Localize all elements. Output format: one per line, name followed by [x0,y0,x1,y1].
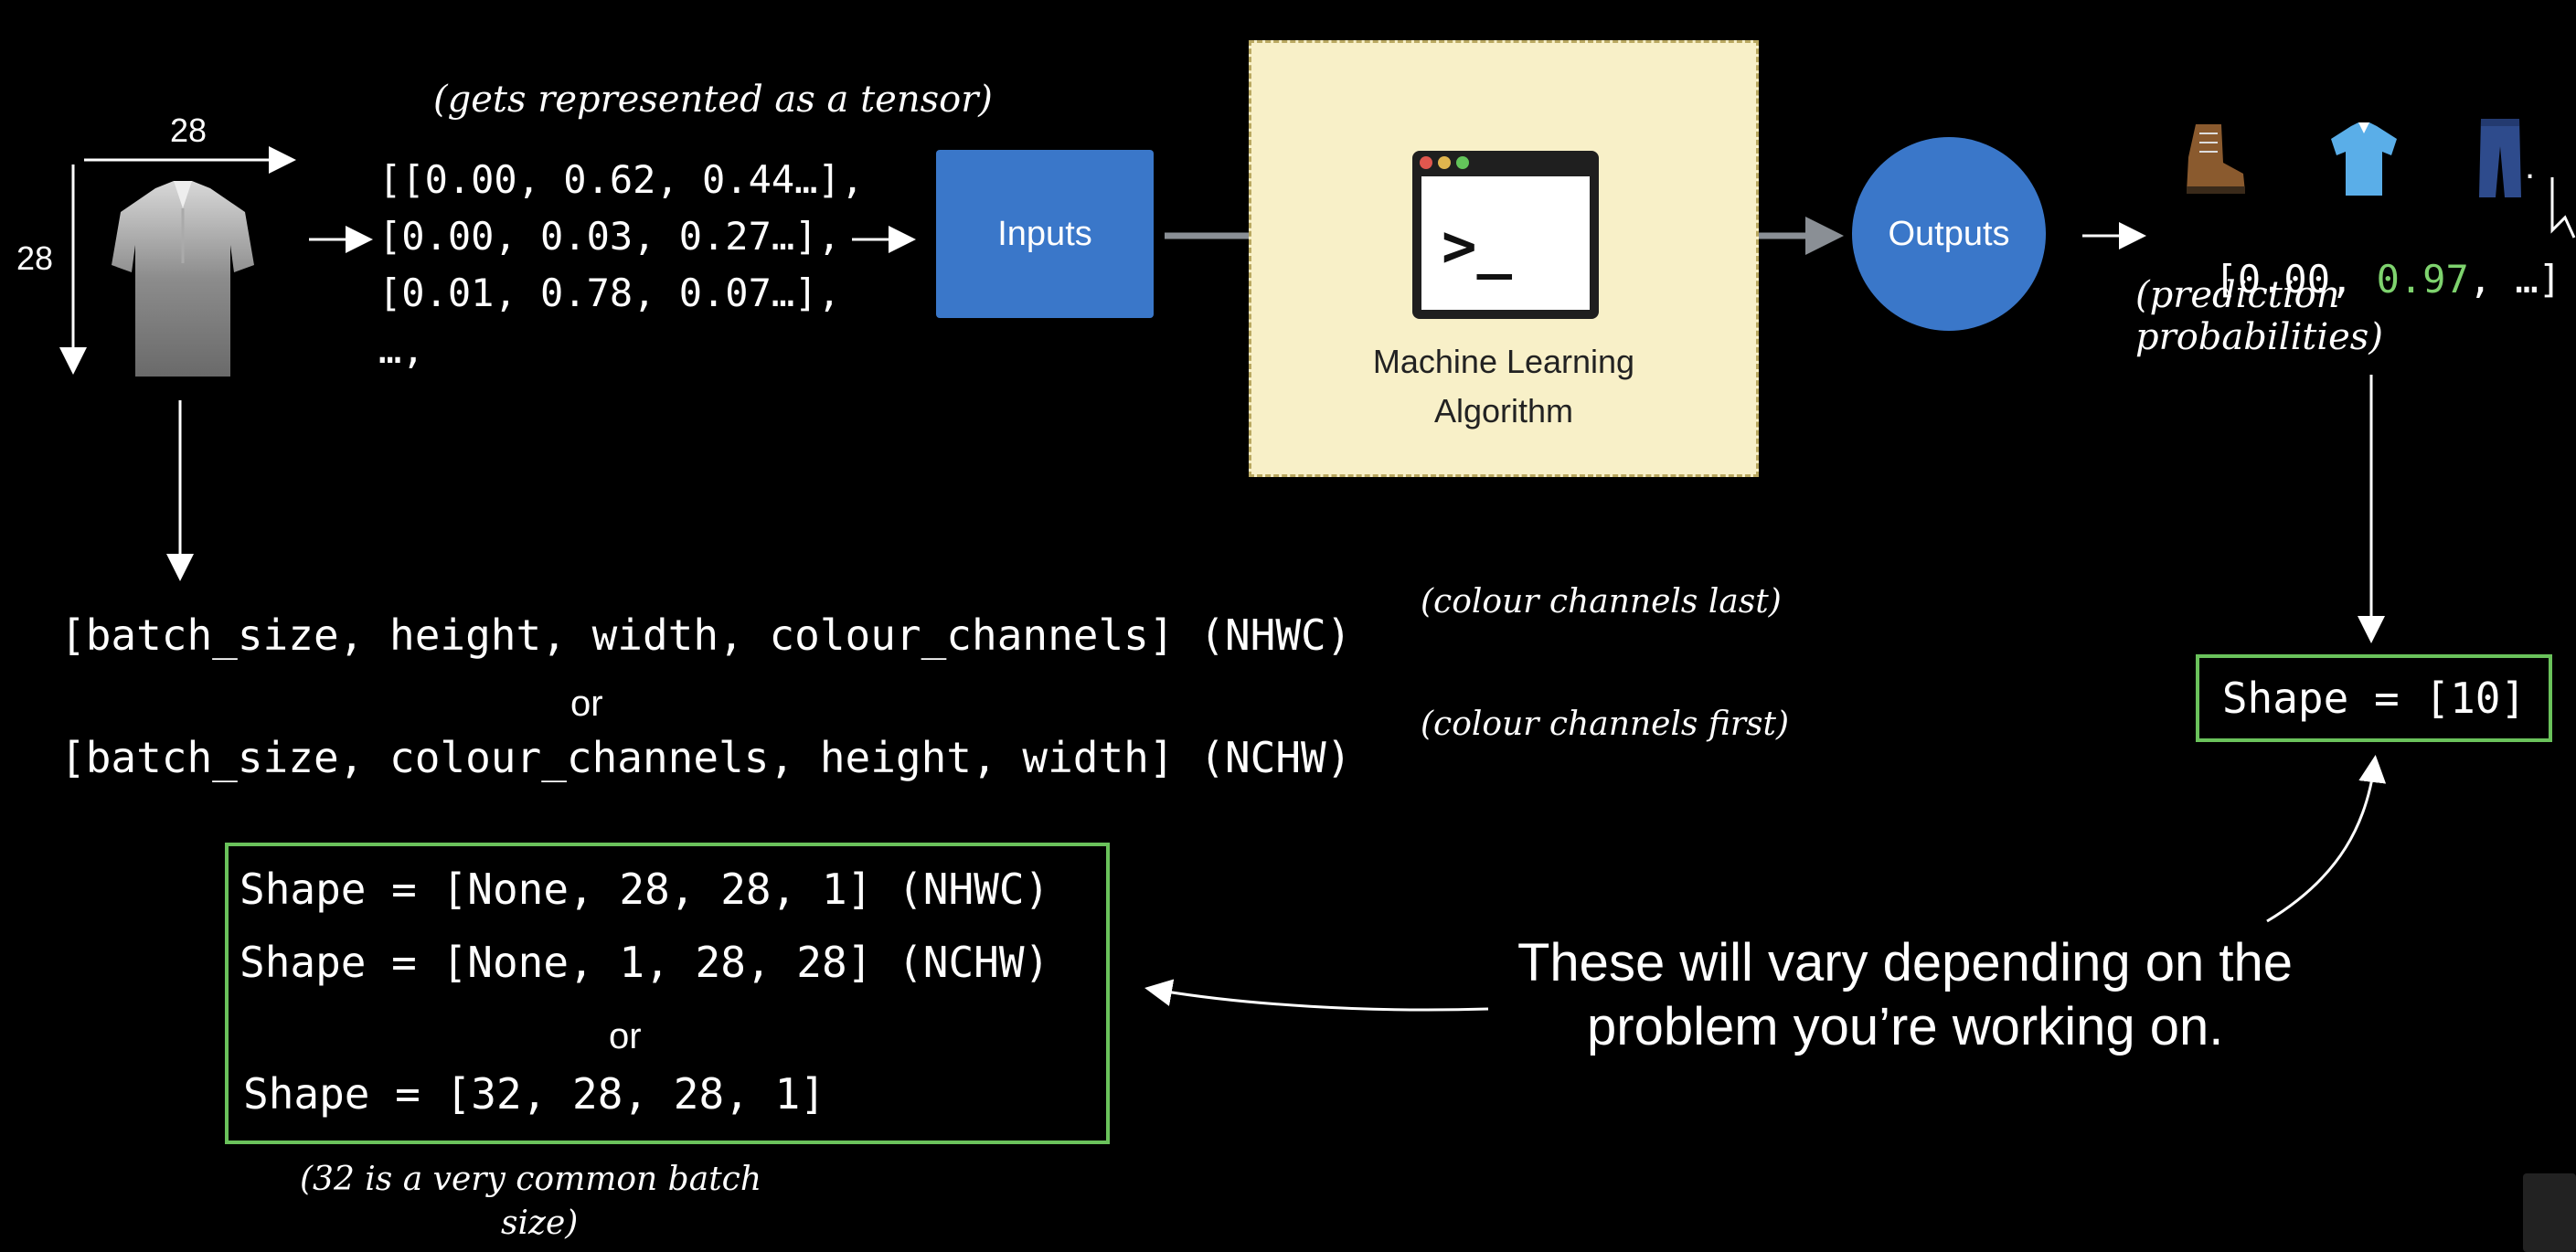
vary-to-shape10-arrow [2266,755,2387,923]
shape-line-2: Shape = [None, 1, 28, 28] (NCHW) [240,938,1050,987]
shirt-image [112,181,254,377]
output-vector-suffix: , …] [2468,257,2561,302]
nchw-format-line: [batch_size, colour_channels, height, wi… [60,733,1352,782]
shape-line-3: Shape = [32, 28, 28, 1] [243,1069,825,1119]
batch-note-line1: (32 is a very common batch [300,1161,762,1198]
tensor-line-1: [[0.00, 0.62, 0.44…], [378,157,865,202]
shape-line-1: Shape = [None, 28, 28, 1] (NHWC) [240,865,1050,914]
nhwc-note: (colour channels last) [1421,583,1782,621]
tensor-line-4: …, [378,327,425,372]
more-dots: . [2525,146,2536,186]
tensor-line-2: [0.00, 0.03, 0.27…], [378,214,841,259]
ml-label-line2: Algorithm [1433,392,1574,430]
shape-box: Shape = [None, 28, 28, 1] (NHWC) Shape =… [225,843,1110,1144]
output-vector-prefix: [0.00, [2214,257,2377,302]
prediction-caption: (prediction probabilities) [2135,274,2383,358]
ml-label-line1: Machine Learning [1372,343,1635,380]
shirt-icon [2331,122,2397,196]
boot-icon [2187,124,2245,194]
inputs-box: Inputs [936,150,1154,318]
vary-note-line1: These will vary depending on the [1517,933,2293,992]
shape-output-box: Shape = [10] [2196,654,2552,742]
shape-or: or [609,1016,642,1056]
terminal-icon: >_ [1412,151,1599,319]
cursor-icon [2550,177,2576,239]
vary-to-shapebox-arrow [1144,979,1489,1012]
ml-algorithm-box: >_ Machine Learning Algorithm [1249,40,1759,477]
tensor-caption: (gets represented as a tensor) [433,79,993,121]
format-or: or [570,684,603,724]
outputs-circle: Outputs [1852,137,2046,331]
jeans-icon [2479,119,2521,197]
nhwc-format-line: [batch_size, height, width, colour_chann… [60,610,1352,660]
output-vector: [0.00, 0.97, …] [2168,212,2561,302]
outputs-label: Outputs [1888,214,2010,253]
output-vector-highlight: 0.97 [2376,257,2469,302]
shape-output-label: Shape = [10] [2221,674,2527,723]
tensor-line-3: [0.01, 0.78, 0.07…], [378,271,841,315]
vary-note-line2: problem you’re working on. [1587,997,2224,1056]
nchw-note: (colour channels first) [1421,706,1790,743]
channel-logo [2523,1173,2576,1252]
batch-note-line2: size) [501,1204,579,1242]
width-label: 28 [170,111,208,149]
inputs-label: Inputs [997,214,1092,253]
height-label: 28 [16,239,54,277]
